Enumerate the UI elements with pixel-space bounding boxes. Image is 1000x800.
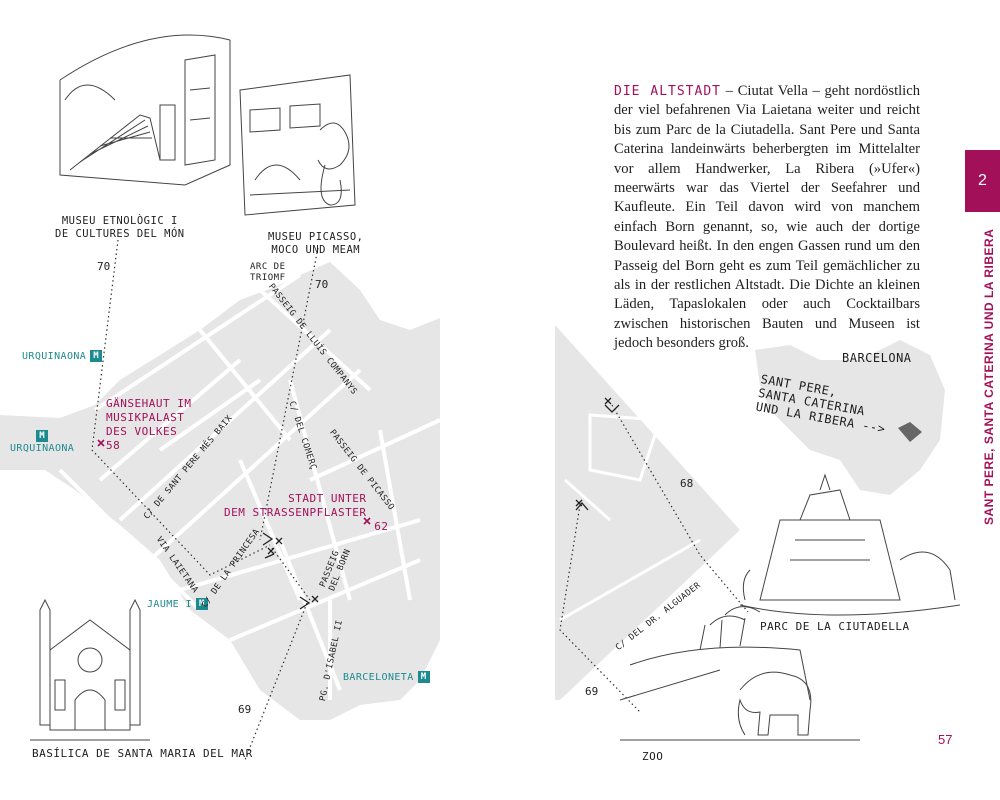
route-number-69a: 69 bbox=[238, 703, 252, 716]
chapter-tab[interactable]: 2 bbox=[965, 150, 1000, 212]
metro-icon: M bbox=[36, 430, 49, 442]
intro-paragraph: DIE ALTSTADT – Ciutat Vella – geht nordö… bbox=[614, 82, 920, 354]
poi-gaensehaut-page: 58 bbox=[106, 439, 121, 452]
chapter-title: SANT PERE, SANTA CATERINA UND LA RIBERA bbox=[982, 228, 996, 525]
metro-urquinaona-left[interactable]: M URQUINAONA bbox=[10, 430, 75, 454]
label-barcelona: BARCELONA bbox=[842, 351, 912, 365]
metro-icon: M bbox=[417, 671, 430, 683]
route-number-69b: 69 bbox=[585, 685, 599, 698]
intro-body: – Ciutat Vella – geht nordöstlich der vi… bbox=[614, 83, 921, 352]
metro-urquinaona-top[interactable]: URQUINAONA M bbox=[22, 350, 103, 362]
route-number-70b: 70 bbox=[315, 278, 329, 291]
label-zoo: ZOO bbox=[642, 750, 664, 763]
zoo-sketch bbox=[619, 606, 860, 741]
poi-stadt-unter-page: 62 bbox=[374, 520, 389, 533]
route-arrows bbox=[262, 404, 620, 610]
museu-etnologic-sketch bbox=[59, 34, 231, 186]
basilica-sketch bbox=[30, 598, 150, 741]
route-number-70a: 70 bbox=[97, 260, 111, 273]
barcelona-locator-map bbox=[755, 340, 945, 495]
street-network bbox=[58, 273, 441, 700]
intro-lead: DIE ALTSTADT bbox=[614, 84, 721, 99]
park-paths bbox=[559, 413, 701, 622]
label-parc-ciutadella: PARC DE LA CIUTADELLA bbox=[760, 620, 910, 633]
label-museu-picasso: MUSEU PICASSO, MOCO UND MEAM bbox=[268, 231, 364, 256]
label-museu-etnologic: MUSEU ETNOLÒGIC I DE CULTURES DEL MÓN bbox=[55, 215, 185, 240]
route-lines bbox=[91, 239, 749, 761]
poi-markers bbox=[97, 439, 371, 525]
museu-picasso-sketch bbox=[239, 74, 356, 216]
route-number-68: 68 bbox=[680, 477, 694, 490]
poi-gaensehaut[interactable]: GÄNSEHAUT IM MUSIKPALAST DES VOLKES 58 bbox=[106, 397, 192, 452]
metro-barceloneta[interactable]: BARCELONETA M bbox=[343, 671, 430, 683]
metro-jaume-i[interactable]: JAUME I M bbox=[147, 598, 208, 610]
x-markers bbox=[267, 397, 612, 603]
metro-icon: M bbox=[195, 598, 208, 610]
ciutadella-area bbox=[555, 325, 740, 700]
page-number: 57 bbox=[938, 732, 953, 747]
metro-icon: M bbox=[90, 350, 103, 362]
ciutadella-sketch bbox=[739, 473, 961, 616]
label-basilica: BASÍLICA DE SANTA MARIA DEL MAR bbox=[32, 747, 253, 760]
label-arc-de-triomf: ARC DE TRIOMF bbox=[250, 262, 286, 283]
poi-stadt-unter[interactable]: STADT UNTER DEM STRASSENPFLASTER 62 bbox=[224, 492, 389, 533]
